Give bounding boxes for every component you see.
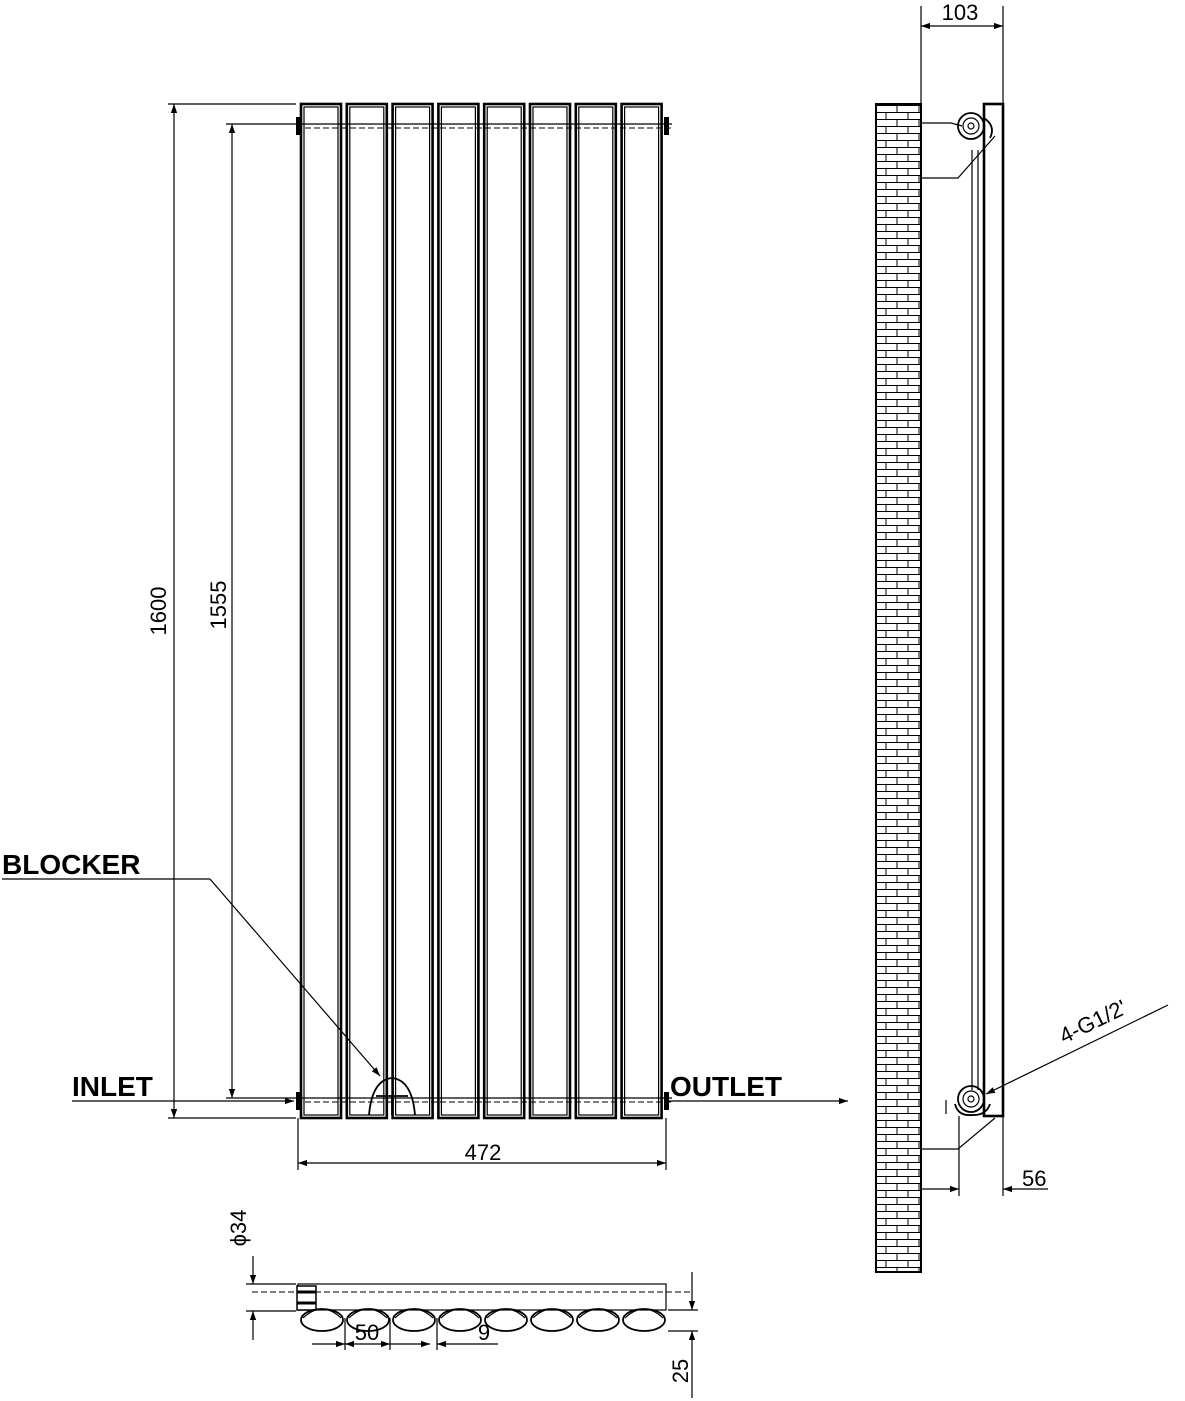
connection-callout: 4-G1/2'	[985, 995, 1169, 1095]
tube-section-arc	[440, 1308, 480, 1319]
radiator-tube	[528, 102, 572, 1120]
tube-section-arc	[578, 1308, 618, 1319]
outlet-callout: OUTLET	[668, 1071, 848, 1105]
tube-sections	[300, 1308, 666, 1332]
bottom-bracket	[921, 1085, 996, 1150]
tube-section-arc	[394, 1308, 434, 1319]
radiator-tube	[391, 102, 434, 1120]
blocker-label: BLOCKER	[2, 849, 140, 880]
plan-view: ϕ34 50 9 25	[226, 1210, 698, 1398]
radiator-tube-inner	[395, 106, 431, 1116]
radiator-tube	[299, 102, 343, 1120]
tube-section	[576, 1308, 620, 1332]
radiator-tube	[574, 102, 618, 1120]
outlet-label: OUTLET	[670, 1071, 782, 1102]
depth-dimension: 103	[920, 0, 1004, 104]
tube-section	[438, 1308, 482, 1332]
top-bracket	[921, 112, 996, 179]
blocker-callout: BLOCKER	[2, 849, 381, 1077]
radiator-tube	[482, 102, 526, 1120]
tube-depth-dimension: 25	[668, 1272, 698, 1398]
tube-section	[622, 1308, 666, 1332]
radiator-tube-inner	[303, 106, 339, 1116]
clearance-dimension: 56	[921, 1116, 1048, 1196]
tube-diameter-value: ϕ34	[226, 1210, 251, 1247]
pipe-centres-value: 1555	[206, 581, 231, 630]
tube-section	[300, 1308, 344, 1332]
connection-label: 4-G1/2'	[1055, 995, 1130, 1049]
wall-brick	[875, 103, 922, 1273]
width-dimension: 472	[297, 1118, 667, 1170]
radiator-tube-inner	[349, 106, 385, 1116]
tube-section-arc	[532, 1308, 572, 1319]
tube-section-arc	[486, 1308, 526, 1319]
inlet-callout: INLET	[72, 1071, 294, 1105]
tube-depth-value: 25	[668, 1359, 693, 1383]
tube-section-arc	[348, 1308, 388, 1319]
height-value: 1600	[146, 587, 171, 636]
radiator-tube-inner	[578, 106, 614, 1116]
tube-section-arc	[302, 1308, 342, 1319]
tube-section-arc	[624, 1308, 664, 1319]
front-view: 1600 1555 472 BLOCKER INLET	[2, 102, 848, 1170]
clearance-value: 56	[1022, 1166, 1046, 1191]
pipe-centres-dimension: 1555	[206, 123, 296, 1099]
depth-value: 103	[942, 0, 979, 25]
tube-gap-value: 9	[478, 1320, 490, 1345]
blocker-symbol	[368, 1077, 416, 1116]
radiator-tube	[345, 102, 389, 1120]
radiator-tube-inner	[486, 106, 522, 1116]
radiator-tube-inner	[440, 106, 476, 1116]
radiator-tube-inner	[532, 106, 568, 1116]
radiator-tube	[437, 102, 480, 1120]
tube-section	[530, 1308, 574, 1332]
tube-section	[484, 1308, 528, 1332]
radiator-tube-inner	[623, 106, 660, 1116]
side-view: 4-G1/2' 103 56	[875, 0, 1169, 1273]
radiator-tubes	[299, 102, 663, 1120]
height-dimension: 1600	[146, 103, 296, 1119]
tube-pitch-value: 50	[355, 1320, 379, 1345]
tube-section	[392, 1308, 436, 1332]
tube-diameter-dimension: ϕ34	[226, 1210, 296, 1340]
tube-pitch-dimension: 50 9	[312, 1318, 498, 1350]
width-value: 472	[465, 1140, 502, 1165]
inlet-label: INLET	[72, 1071, 153, 1102]
radiator-tube	[620, 102, 663, 1120]
